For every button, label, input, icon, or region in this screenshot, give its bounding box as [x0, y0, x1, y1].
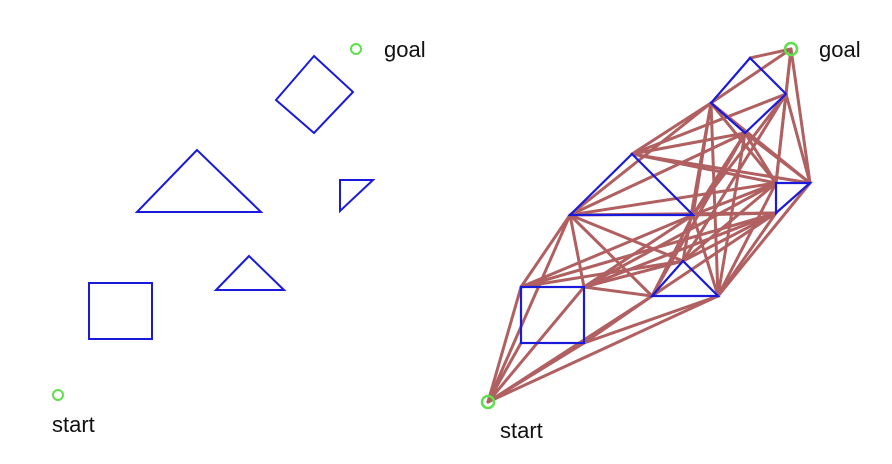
- visibility-edge: [568, 101, 713, 217]
- obstacle-mid-triangle-right: [649, 259, 721, 298]
- visibility-edge: [582, 294, 720, 345]
- visibility-edge: [519, 211, 778, 289]
- start-marker-left: [52, 389, 64, 401]
- goal-label-left: goal: [384, 37, 426, 62]
- start-label-left: start: [52, 412, 95, 437]
- goal-marker-left: [350, 43, 362, 55]
- visibility-edge: [568, 181, 778, 217]
- right-panel-obstacles: [519, 56, 813, 345]
- visibility-edge: [789, 47, 812, 185]
- obstacle-mid-triangle-left: [213, 254, 287, 291]
- obstacle-diamond-left: [274, 54, 355, 135]
- visibility-edge: [774, 92, 788, 185]
- visibility-edge: [784, 92, 812, 185]
- visibility-edge: [582, 181, 778, 289]
- visibility-edge: [582, 211, 778, 289]
- visibility-edge: [716, 181, 812, 298]
- visibility-edge: [519, 213, 572, 289]
- visibility-edge: [519, 213, 695, 289]
- visibility-edge: [568, 213, 586, 289]
- visibility-edge: [568, 213, 685, 263]
- visibility-edge: [486, 285, 523, 404]
- visibility-edge: [486, 285, 586, 404]
- start-marker-right: [480, 394, 496, 410]
- visibility-edge: [681, 181, 778, 263]
- visibility-edge: [486, 213, 572, 404]
- start-label-right: start: [500, 418, 543, 443]
- obstacle-large-triangle-left: [134, 148, 264, 213]
- visibility-edge: [650, 211, 778, 298]
- goal-marker-right: [783, 41, 799, 57]
- obstacle-small-triangle-right: [774, 181, 813, 216]
- obstacle-small-triangle-left: [339, 179, 376, 214]
- visibility-graph-edges: [486, 47, 812, 404]
- goal-label-right: goal: [819, 37, 861, 62]
- visibility-edge: [630, 92, 788, 156]
- visibility-edge: [630, 152, 812, 185]
- visibility-edge: [582, 294, 654, 345]
- obstacle-square-right: [519, 285, 586, 345]
- visibility-edge: [691, 213, 720, 298]
- visibility-edge: [582, 285, 654, 298]
- visibility-edge: [691, 181, 778, 217]
- visibility-edge: [582, 259, 685, 289]
- visibility-edge: [568, 131, 747, 217]
- visibility-edge: [691, 211, 778, 217]
- obstacle-square-left: [88, 282, 153, 340]
- visibility-edge: [716, 181, 778, 298]
- visibility-edge: [650, 213, 695, 298]
- visibility-edge: [630, 101, 713, 156]
- visibility-edge: [486, 294, 720, 404]
- visibility-edge: [709, 101, 720, 298]
- obstacle-diamond-right: [709, 56, 788, 135]
- visibility-edge: [568, 213, 654, 298]
- visibility-edge: [709, 47, 793, 105]
- visibility-edge: [630, 131, 747, 156]
- visibility-edge: [519, 259, 685, 289]
- left-panel: [52, 43, 376, 401]
- obstacle-large-triangle-right: [567, 152, 696, 217]
- visibility-edge: [681, 211, 778, 263]
